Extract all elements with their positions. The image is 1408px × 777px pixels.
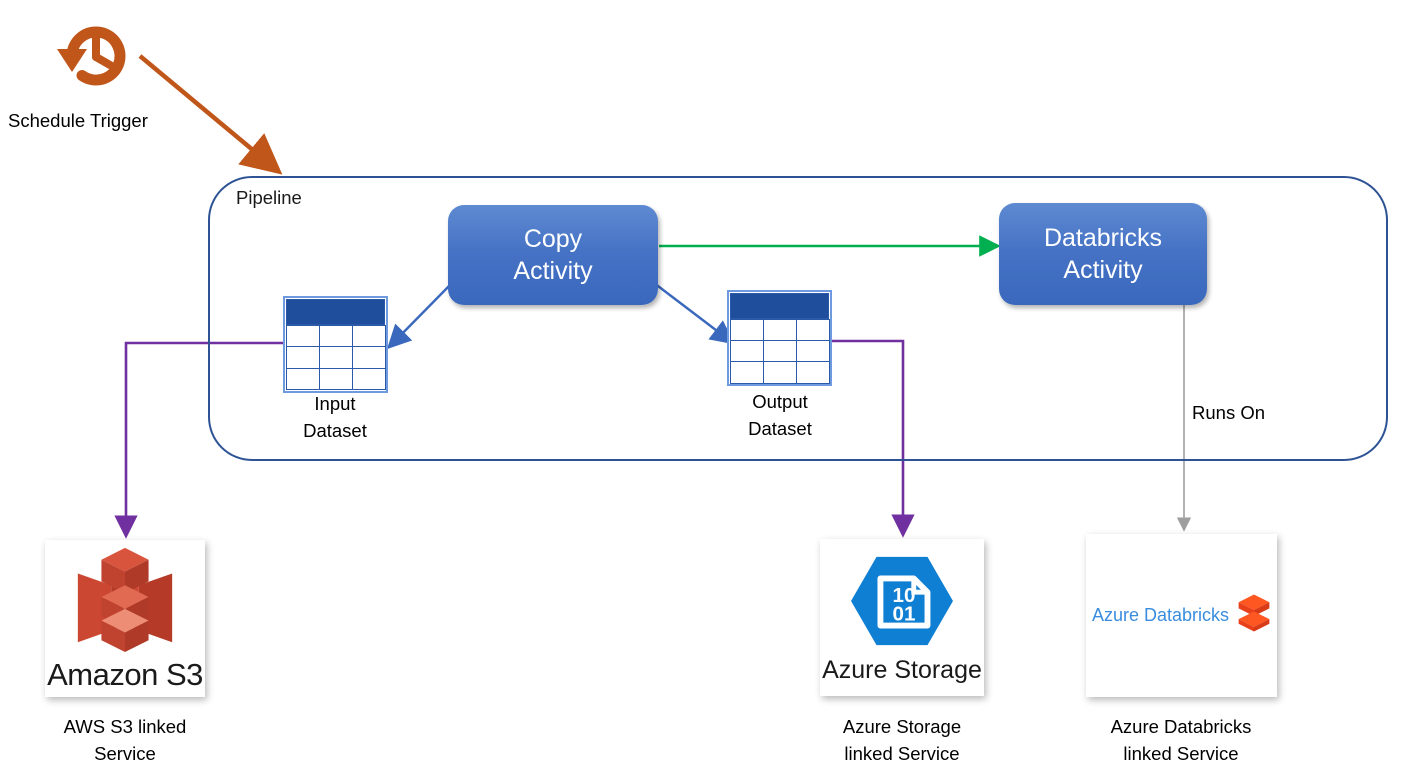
dbx-caption-line1: Azure Databricks: [1110, 716, 1252, 737]
storage-caption-line2: linked Service: [844, 743, 960, 765]
copy-activity-node[interactable]: Copy Activity: [448, 205, 658, 305]
azure-databricks-logo-text: Azure Databricks: [1091, 605, 1230, 625]
databricks-activity-node[interactable]: Databricks Activity: [999, 203, 1207, 305]
amazon-s3-logo-text: Amazon S3: [47, 657, 203, 692]
dataset-header-row: [730, 293, 829, 319]
azure-databricks-logo-mark: [1237, 593, 1271, 638]
amazon-s3-logo: [66, 544, 184, 659]
s3-caption-line2: Service: [94, 743, 156, 765]
copy-activity-label-line1: Copy: [523, 225, 583, 253]
output-dataset-label-line2: Dataset: [748, 417, 812, 439]
input-dataset-label-line1: Input: [314, 393, 356, 414]
azure-storage-logo-digits-bottom: 01: [893, 602, 916, 625]
output-dataset-label: Output Dataset: [690, 389, 870, 443]
schedule-clock-icon: [48, 8, 144, 104]
storage-caption-line1: Azure Storage: [842, 716, 962, 737]
databricks-activity-label-line2: Activity: [1063, 256, 1143, 284]
pipeline-label: Pipeline: [236, 187, 302, 208]
dataset-header-row: [286, 299, 385, 325]
dataset-grid: [729, 318, 830, 384]
dataset-grid: [285, 324, 386, 391]
runs-on-label: Runs On: [1192, 402, 1266, 423]
databricks-activity-label-line1: Databricks: [1043, 224, 1163, 252]
azure-storage-linked-service-box[interactable]: 10 01 Azure Storage: [820, 539, 984, 696]
input-dataset-table-icon[interactable]: [283, 296, 388, 393]
azure-databricks-linked-service-caption: Azure Databricks linked Service: [1091, 713, 1271, 768]
schedule-trigger-label: Schedule Trigger: [8, 110, 148, 131]
dbx-caption-line2: linked Service: [1123, 743, 1239, 765]
azure-storage-logo-digits-top: 10: [893, 583, 916, 606]
pipeline-container: [208, 176, 1388, 461]
copy-activity-label-line2: Activity: [513, 257, 593, 285]
output-dataset-label-line1: Output: [752, 391, 808, 412]
output-dataset-table-icon[interactable]: [727, 290, 832, 386]
aws-s3-linked-service-caption: AWS S3 linked Service: [35, 713, 215, 768]
azure-storage-logo: 10 01: [847, 551, 957, 656]
input-dataset-label-line2: Dataset: [303, 419, 367, 441]
aws-s3-linked-service-box[interactable]: Amazon S3: [45, 540, 205, 697]
azure-databricks-linked-service-box[interactable]: Azure Databricks: [1086, 534, 1277, 697]
azure-storage-linked-service-caption: Azure Storage linked Service: [812, 713, 992, 768]
input-dataset-label: Input Dataset: [245, 391, 425, 445]
s3-caption-line1: AWS S3 linked: [63, 716, 187, 737]
azure-storage-logo-text: Azure Storage: [822, 655, 982, 684]
